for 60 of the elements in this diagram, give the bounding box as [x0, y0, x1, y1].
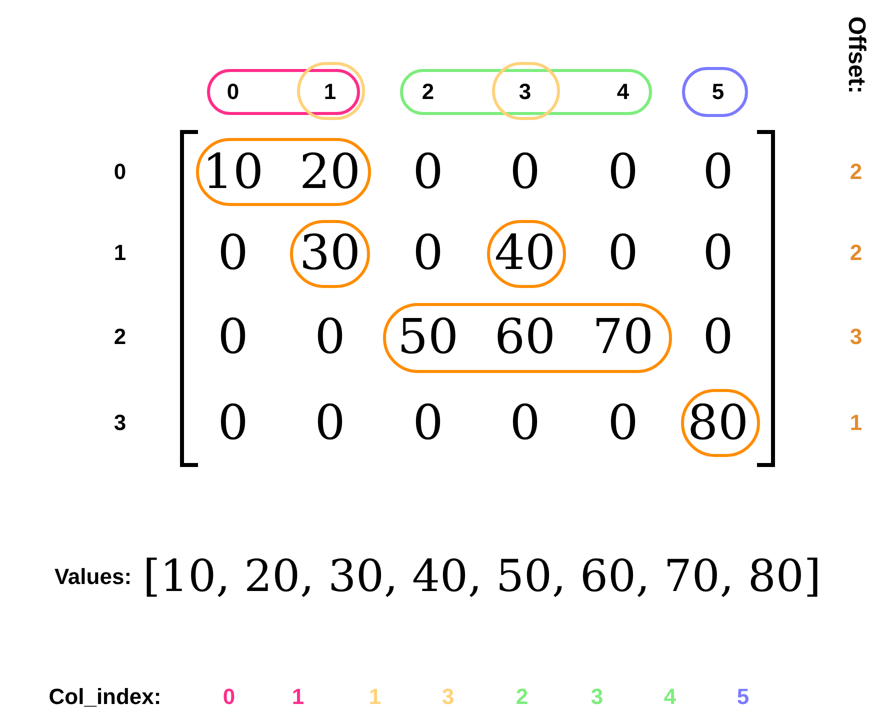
index-group-outline [297, 62, 365, 120]
col-index-value: 3 [590, 686, 604, 708]
offset-heading: Offset: [844, 16, 868, 94]
matrix-entry: 40 [494, 229, 556, 277]
matrix-entry: 0 [218, 313, 248, 361]
nonzero-highlight [383, 303, 672, 373]
col-index-value: 1 [368, 686, 382, 708]
matrix-entry: 0 [608, 148, 638, 196]
column-index: 2 [422, 81, 434, 103]
values-heading: Values: [54, 566, 132, 588]
matrix-entry: 0 [218, 399, 248, 447]
matrix-entry: 0 [218, 229, 248, 277]
matrix-entry: 0 [510, 148, 540, 196]
offset-value: 2 [850, 242, 862, 264]
matrix-entry: 10 [202, 148, 264, 196]
matrix-entry: 0 [702, 229, 734, 277]
offset-value: 1 [850, 412, 862, 434]
column-index: 5 [712, 81, 724, 103]
matrix-entry: 60 [494, 313, 556, 361]
nonzero-highlight [290, 220, 370, 288]
nonzero-highlight [487, 220, 566, 288]
index-group-outline [492, 62, 560, 120]
matrix-entry: 0 [314, 399, 346, 447]
matrix-entry: 0 [412, 399, 444, 447]
matrix-entry: 80 [687, 399, 749, 447]
matrix-entry: 0 [412, 229, 444, 277]
col-index-value: 3 [442, 686, 454, 708]
column-index: 3 [518, 81, 532, 103]
index-group-outline [207, 69, 360, 115]
matrix-entry: 0 [702, 313, 734, 361]
column-index: 1 [324, 81, 336, 103]
index-group-outline [400, 69, 652, 115]
matrix-entry: 30 [299, 229, 361, 277]
matrix-entry: 0 [608, 229, 638, 277]
matrix-entry: 70 [592, 313, 654, 361]
matrix-entry: 0 [314, 313, 346, 361]
column-index: 4 [616, 81, 630, 103]
col-index-value: 2 [516, 686, 528, 708]
matrix-entry: 0 [702, 148, 734, 196]
col-index-value: 4 [664, 686, 676, 708]
matrix-entry: 0 [608, 399, 638, 447]
matrix-entry: 50 [397, 313, 459, 361]
col-index-value: 0 [222, 686, 236, 708]
offset-value: 2 [850, 161, 862, 183]
row-index: 1 [114, 242, 126, 264]
values-array: [10, 20, 30, 40, 50, 60, 70, 80] [142, 555, 822, 599]
index-group-outline [682, 67, 748, 117]
row-index: 2 [114, 326, 126, 348]
matrix-entry: 0 [412, 148, 444, 196]
row-index: 3 [114, 412, 126, 434]
column-index: 0 [226, 81, 240, 103]
offset-value: 3 [850, 326, 862, 348]
col-index-value: 5 [736, 686, 750, 708]
matrix-entry: 0 [510, 399, 540, 447]
matrix-entry: 20 [299, 148, 361, 196]
nonzero-highlight [681, 389, 760, 457]
col-index-value: 1 [292, 686, 304, 708]
col-index-heading: Col_index: [48, 686, 162, 708]
nonzero-highlight [196, 138, 371, 206]
row-index: 0 [114, 161, 126, 183]
